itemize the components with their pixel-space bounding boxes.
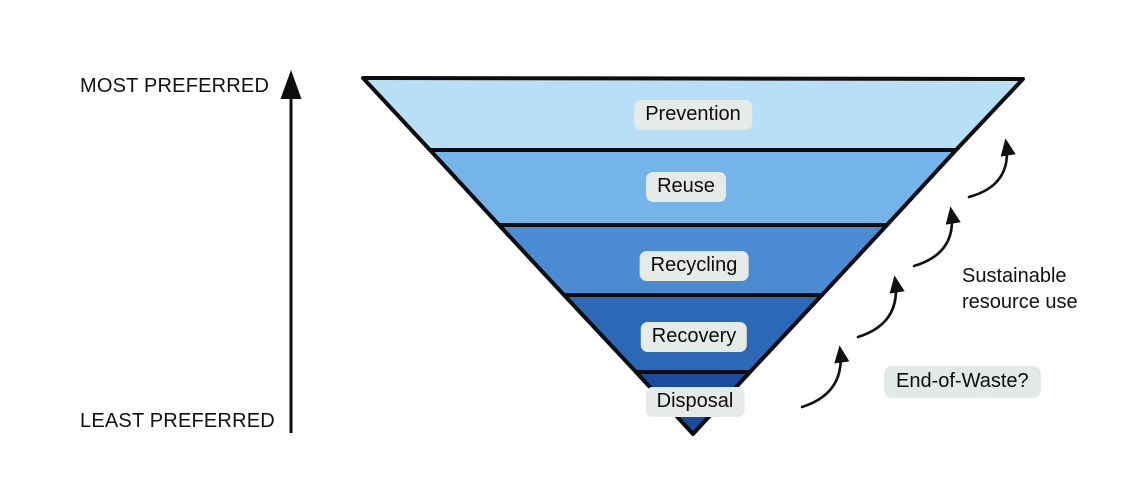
flow-arrow-3-icon [856, 275, 905, 339]
most-preferred-caption: MOST PREFERRED [80, 75, 270, 97]
flow-arrow-4-icon [800, 345, 850, 409]
sustainable-resource-use-note: Sustainable resource use [962, 265, 1078, 313]
prevention-label: Prevention [634, 100, 752, 130]
disposal-label: Disposal [645, 387, 745, 417]
recycling-label: Recycling [639, 251, 749, 281]
axis-arrow-head-icon [280, 70, 302, 99]
upcycle-flow-arrows [800, 138, 1016, 409]
recovery-label: Recovery [640, 322, 748, 352]
flow-arrow-2-icon [912, 206, 961, 268]
reuse-label: Reuse [646, 172, 726, 202]
least-preferred-caption: LEAST PREFERRED [80, 410, 275, 432]
preference-axis-arrow [280, 70, 302, 433]
end-of-waste-note: End-of-Waste? [884, 366, 1041, 398]
flow-arrow-1-icon [967, 138, 1016, 199]
